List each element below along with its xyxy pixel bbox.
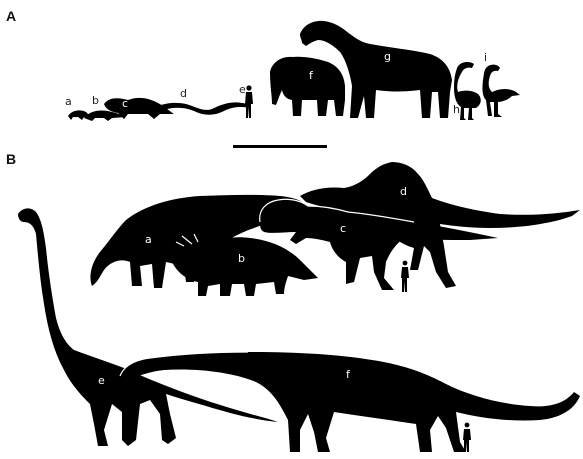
panel-a-label-c: c	[122, 97, 128, 110]
panel-b-label-c: c	[340, 222, 346, 235]
panel-b-label-d: d	[400, 185, 407, 198]
panel-b-letter: B	[6, 151, 16, 167]
scale-bar	[233, 145, 327, 148]
panel-a-label-g: g	[384, 50, 391, 63]
silhouette-e-human	[245, 85, 253, 118]
silhouette-b-f-titanosaur	[120, 352, 580, 452]
panel-a: A a b c d e f g h i	[6, 8, 520, 148]
panel-a-letter: A	[6, 8, 16, 24]
silhouette-f-elephant	[270, 57, 345, 116]
human-scale-lower	[463, 423, 471, 452]
panel-b: B a d c b e f	[6, 151, 580, 452]
panel-a-label-a: a	[65, 95, 72, 108]
panel-a-label-i: i	[484, 51, 487, 64]
panel-a-label-h: h	[453, 103, 460, 116]
silhouette-i-bird	[482, 65, 520, 117]
panel-b-label-a: a	[145, 233, 152, 246]
panel-b-label-e: e	[98, 374, 105, 387]
panel-b-label-b: b	[238, 252, 245, 265]
panel-a-label-d: d	[180, 87, 187, 100]
silhouette-b-b-ceratopsian	[172, 236, 318, 296]
panel-a-label-b: b	[92, 94, 99, 107]
human-scale-upper	[401, 261, 409, 292]
panel-a-label-e: e	[239, 83, 246, 96]
